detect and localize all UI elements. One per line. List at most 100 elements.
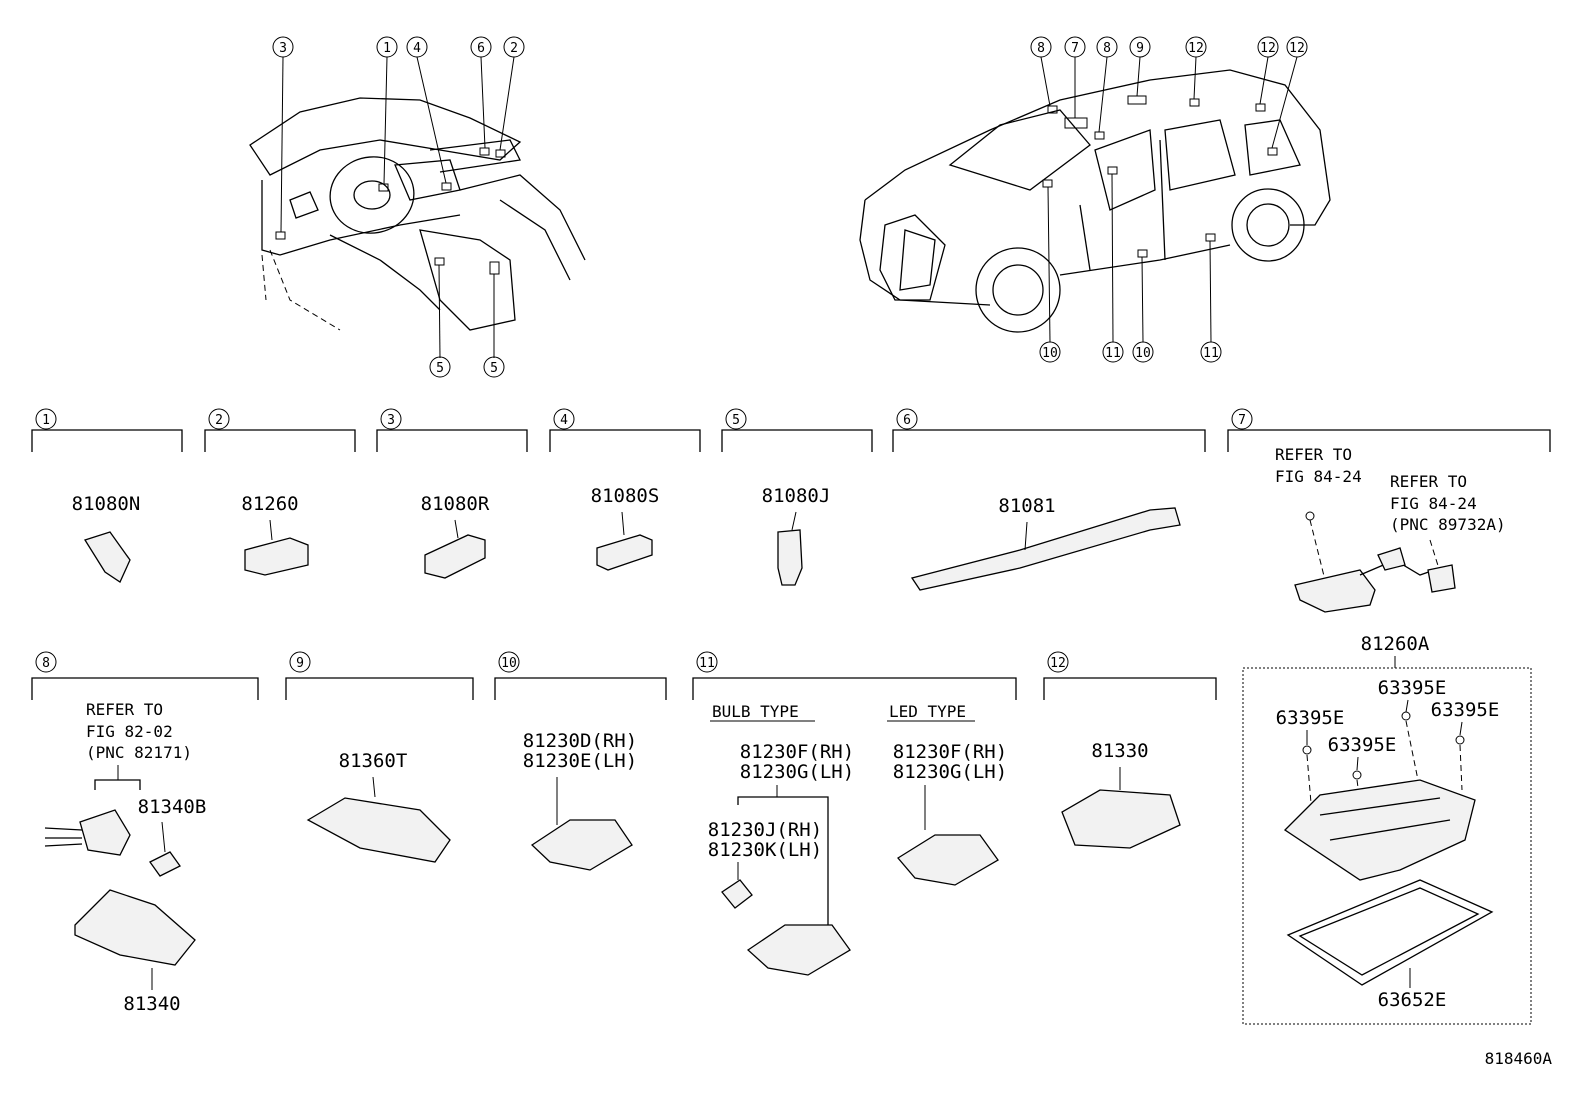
callout-veh-5: 12 xyxy=(1257,36,1279,58)
group-2-number: 2 xyxy=(215,413,223,428)
group-1: 1 81080N xyxy=(31,408,183,583)
figure-code: 818460A xyxy=(1485,1049,1553,1068)
bulb-type-label: BULB TYPE xyxy=(712,702,799,721)
group-2: 2 81260 xyxy=(204,408,356,576)
callout-veh-4: 12 xyxy=(1185,36,1207,58)
part-81330-shape xyxy=(1061,789,1181,849)
group-11: 11 BULB TYPE LED TYPE 81230F(RH) 81230G(… xyxy=(692,651,1017,976)
refer-8-line1: REFER TO xyxy=(86,700,163,719)
part-81230J: 81230J(RH) xyxy=(708,819,822,841)
svg-text:1: 1 xyxy=(383,41,391,56)
refer-7b-line1: REFER TO xyxy=(1390,472,1467,491)
part-81230F-bulb-shape xyxy=(746,924,851,976)
part-81080N: 81080N xyxy=(72,493,141,515)
callout-veh-0: 8 xyxy=(1030,36,1052,58)
part-81080J: 81080J xyxy=(762,485,831,507)
refer-8-line2: FIG 82-02 xyxy=(86,722,173,741)
part-81340-shape xyxy=(74,889,196,966)
part-81230D-shape xyxy=(530,819,633,871)
group-5: 5 81080J xyxy=(721,408,873,586)
vehicle-illustration xyxy=(859,56,1331,343)
callout-dash-1: 1 xyxy=(376,36,398,58)
group-6: 6 81081 xyxy=(892,408,1206,591)
part-63395E-top: 63395E xyxy=(1378,677,1447,699)
part-81080R: 81080R xyxy=(421,493,490,515)
refer-8-line3: (PNC 82171) xyxy=(86,743,192,762)
svg-text:12: 12 xyxy=(1289,41,1305,56)
vehicle-callouts: 8 7 8 9 12 12 12 10 11 10 11 xyxy=(1030,36,1308,363)
group-11-number: 11 xyxy=(699,656,715,671)
led-type-label: LED TYPE xyxy=(889,702,966,721)
refer-7b-line2: FIG 84-24 xyxy=(1390,494,1477,513)
callout-dash-5: 5 xyxy=(429,356,451,378)
part-81230F-led-shape xyxy=(897,834,999,886)
group-9-number: 9 xyxy=(296,656,304,671)
part-81360T-shape xyxy=(306,797,451,863)
group-4: 4 81080S xyxy=(549,408,701,571)
svg-text:4: 4 xyxy=(413,41,421,56)
group-5-number: 5 xyxy=(732,413,740,428)
part-81260A: 81260A xyxy=(1361,633,1430,655)
dashboard-callouts: 3 1 4 6 2 5 5 xyxy=(272,36,525,378)
group-3-number: 3 xyxy=(387,413,395,428)
callout-veh-10: 11 xyxy=(1200,341,1222,363)
group-4-number: 4 xyxy=(560,413,568,428)
callout-dash-4: 2 xyxy=(503,36,525,58)
group-10-number: 10 xyxy=(501,656,517,671)
callout-veh-7: 10 xyxy=(1039,341,1061,363)
callout-veh-1: 7 xyxy=(1064,36,1086,58)
part-63652E: 63652E xyxy=(1378,989,1447,1011)
part-63395E-right: 63395E xyxy=(1431,699,1500,721)
group-10: 10 81230D(RH) 81230E(LH) xyxy=(494,651,667,871)
svg-text:9: 9 xyxy=(1136,41,1144,56)
part-81260: 81260 xyxy=(241,493,298,515)
part-63395E-left: 63395E xyxy=(1276,707,1345,729)
part-81260A-shape xyxy=(1283,779,1476,881)
part-81260-shape xyxy=(244,537,309,576)
callout-veh-2: 8 xyxy=(1096,36,1118,58)
part-81230F-bulb: 81230F(RH) xyxy=(740,741,854,763)
group-8-number: 8 xyxy=(42,656,50,671)
group-3: 3 81080R xyxy=(376,408,528,579)
part-81230G-bulb: 81230G(LH) xyxy=(740,761,854,783)
group-12-number: 12 xyxy=(1050,656,1066,671)
part-group7-module xyxy=(1294,569,1376,613)
svg-text:8: 8 xyxy=(1037,41,1045,56)
part-81340B: 81340B xyxy=(138,796,207,818)
dashboard-illustration xyxy=(249,56,586,359)
callout-dash-0: 3 xyxy=(272,36,294,58)
part-81080S-shape xyxy=(596,534,653,571)
part-81080N-shape xyxy=(84,531,131,583)
part-81340: 81340 xyxy=(123,993,180,1015)
part-81230J-bulb xyxy=(721,879,753,909)
svg-text:10: 10 xyxy=(1135,346,1151,361)
refer-7a-line1: REFER TO xyxy=(1275,445,1352,464)
part-connector-shape xyxy=(79,809,131,856)
part-81340B-bulb xyxy=(149,851,181,877)
callout-dash-2: 4 xyxy=(406,36,428,58)
part-81081: 81081 xyxy=(998,495,1055,517)
group-7-number: 7 xyxy=(1238,413,1246,428)
part-81360T: 81360T xyxy=(339,750,408,772)
part-63652E-shape xyxy=(1286,879,1494,986)
svg-text:11: 11 xyxy=(1105,346,1121,361)
svg-text:12: 12 xyxy=(1188,41,1204,56)
callout-veh-8: 11 xyxy=(1102,341,1124,363)
callout-veh-6: 12 xyxy=(1286,36,1308,58)
part-63395E-center: 63395E xyxy=(1328,734,1397,756)
svg-text:6: 6 xyxy=(477,41,485,56)
part-81330: 81330 xyxy=(1091,740,1148,762)
callout-dash-3: 6 xyxy=(470,36,492,58)
part-81080J-shape xyxy=(777,529,803,586)
svg-text:11: 11 xyxy=(1203,346,1219,361)
part-81230F-led: 81230F(RH) xyxy=(893,741,1007,763)
refer-7a-line2: FIG 84-24 xyxy=(1275,467,1362,486)
part-81230K: 81230K(LH) xyxy=(708,839,822,861)
part-81230G-led: 81230G(LH) xyxy=(893,761,1007,783)
part-81230E: 81230E(LH) xyxy=(523,750,637,772)
part-81080S: 81080S xyxy=(591,485,660,507)
svg-text:3: 3 xyxy=(279,41,287,56)
svg-text:7: 7 xyxy=(1071,41,1079,56)
svg-text:2: 2 xyxy=(510,41,518,56)
callout-dash-6: 5 xyxy=(483,356,505,378)
